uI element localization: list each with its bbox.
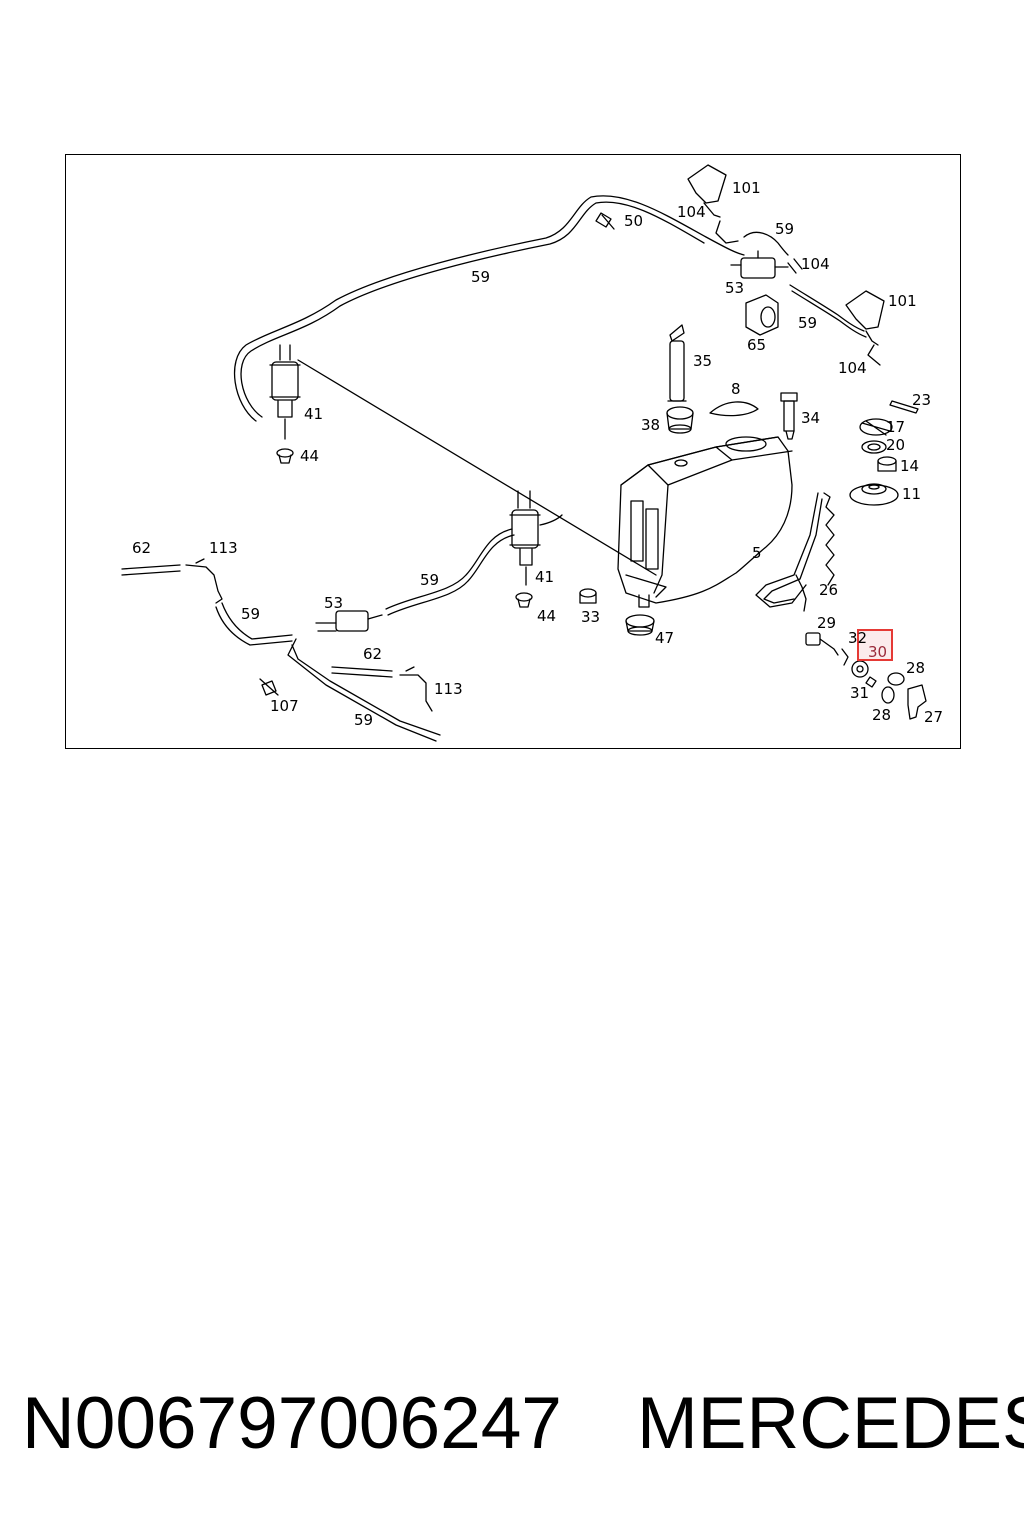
connector-34 xyxy=(780,392,798,440)
parts-diagram: 101 104 50 59 59 104 53 101 59 65 104 35… xyxy=(121,164,943,742)
callout-35: 35 xyxy=(693,352,712,370)
grommet-33 xyxy=(579,588,597,604)
clip-50 xyxy=(595,212,615,230)
washer-pump-41-left xyxy=(269,344,301,440)
clip-107 xyxy=(259,678,279,696)
hose-62-left-2 xyxy=(121,570,181,576)
callout-33: 33 xyxy=(581,608,600,626)
callout-27: 27 xyxy=(924,708,943,726)
bushing-65 xyxy=(745,294,779,336)
wire-line xyxy=(297,359,657,576)
hose-59-upper xyxy=(233,195,745,422)
ring-28-upper xyxy=(887,672,905,686)
callout-59-right: 59 xyxy=(798,314,817,332)
grommet-47 xyxy=(625,614,655,636)
callout-113-lower: 113 xyxy=(434,680,463,698)
cap-17 xyxy=(859,418,893,436)
bolt-29 xyxy=(805,632,839,656)
callout-113-left: 113 xyxy=(209,539,238,557)
hose-to-nozzle-right xyxy=(789,284,865,332)
hose-59-middle-2 xyxy=(387,534,515,616)
callout-44-left: 44 xyxy=(300,447,319,465)
callout-107: 107 xyxy=(270,697,299,715)
callout-26: 26 xyxy=(819,581,838,599)
brand-name: MERCEDES xyxy=(637,1383,1024,1464)
callout-59-bottom: 59 xyxy=(354,711,373,729)
callout-30: 30 xyxy=(868,643,887,661)
harness-26 xyxy=(755,492,835,612)
hose-59-middle xyxy=(385,528,513,610)
callout-59-top-right: 59 xyxy=(775,220,794,238)
connector-27 xyxy=(907,684,927,720)
callout-53-middle: 53 xyxy=(324,594,343,612)
callout-59-left: 59 xyxy=(241,605,260,623)
clip-32 xyxy=(841,648,849,666)
hose-62-left xyxy=(121,564,181,570)
part-number: N006797006247 xyxy=(22,1383,562,1464)
nozzle-101-top xyxy=(687,164,739,244)
nozzle-113-lower xyxy=(399,666,433,712)
seal-20 xyxy=(861,440,887,454)
callout-5: 5 xyxy=(752,544,762,562)
flange-11 xyxy=(849,483,899,506)
hose-59-bottom xyxy=(287,638,437,742)
hose-59-short xyxy=(743,231,789,256)
callout-31: 31 xyxy=(850,684,869,702)
hose-59-left xyxy=(221,602,293,640)
hose-62-lower-2 xyxy=(331,672,393,678)
hose-59-left-2 xyxy=(215,606,293,646)
strip-23 xyxy=(889,400,919,414)
cover-8 xyxy=(709,401,759,417)
callout-28-lower: 28 xyxy=(872,706,891,724)
grommet-44-left xyxy=(276,448,294,464)
callout-101-top: 101 xyxy=(732,179,761,197)
callout-53-top: 53 xyxy=(725,279,744,297)
callout-28-upper: 28 xyxy=(906,659,925,677)
grommet-38 xyxy=(666,406,694,434)
nozzle-113-left xyxy=(185,558,223,604)
hose-62-lower xyxy=(331,666,393,672)
callout-104-top: 104 xyxy=(677,203,706,221)
callout-23: 23 xyxy=(912,391,931,409)
callout-17: 17 xyxy=(886,418,905,436)
tee-53-middle xyxy=(315,610,383,632)
callout-62-lower: 62 xyxy=(363,645,382,663)
callout-34: 34 xyxy=(801,409,820,427)
reservoir-5 xyxy=(617,436,793,608)
callout-101-right: 101 xyxy=(888,292,917,310)
hose-59-bottom-2 xyxy=(291,644,441,736)
callout-14: 14 xyxy=(900,457,919,475)
callout-47: 47 xyxy=(655,629,674,647)
callout-65: 65 xyxy=(747,336,766,354)
highlight-box-30 xyxy=(857,629,893,661)
part-caption: N006797006247 MERCEDES xyxy=(22,1376,1024,1471)
grommet-14 xyxy=(877,456,897,472)
callout-11: 11 xyxy=(902,485,921,503)
tee-53-top xyxy=(730,250,803,279)
callout-59-middle: 59 xyxy=(420,571,439,589)
callout-41-middle: 41 xyxy=(535,568,554,586)
callout-41-left: 41 xyxy=(304,405,323,423)
parts-diagram-frame: 101 104 50 59 59 104 53 101 59 65 104 35… xyxy=(65,154,961,749)
hose-to-nozzle-right-2 xyxy=(791,290,867,338)
washer-pump-41-middle xyxy=(509,490,563,586)
callout-8: 8 xyxy=(731,380,741,398)
callout-29: 29 xyxy=(817,614,836,632)
callout-104-right: 104 xyxy=(838,359,867,377)
callout-labels: 101 104 50 59 59 104 53 101 59 65 104 35… xyxy=(132,179,943,729)
callout-32: 32 xyxy=(848,629,867,647)
level-sensor-35 xyxy=(667,324,687,402)
ring-28-lower xyxy=(881,686,895,704)
callout-20: 20 xyxy=(886,436,905,454)
nozzle-101-right xyxy=(845,290,885,366)
callout-38: 38 xyxy=(641,416,660,434)
callout-59-top: 59 xyxy=(471,268,490,286)
callout-104-mid: 104 xyxy=(801,255,830,273)
grommet-44-middle xyxy=(515,592,533,608)
callout-50: 50 xyxy=(624,212,643,230)
callout-62-left: 62 xyxy=(132,539,151,557)
callout-44-middle: 44 xyxy=(537,607,556,625)
